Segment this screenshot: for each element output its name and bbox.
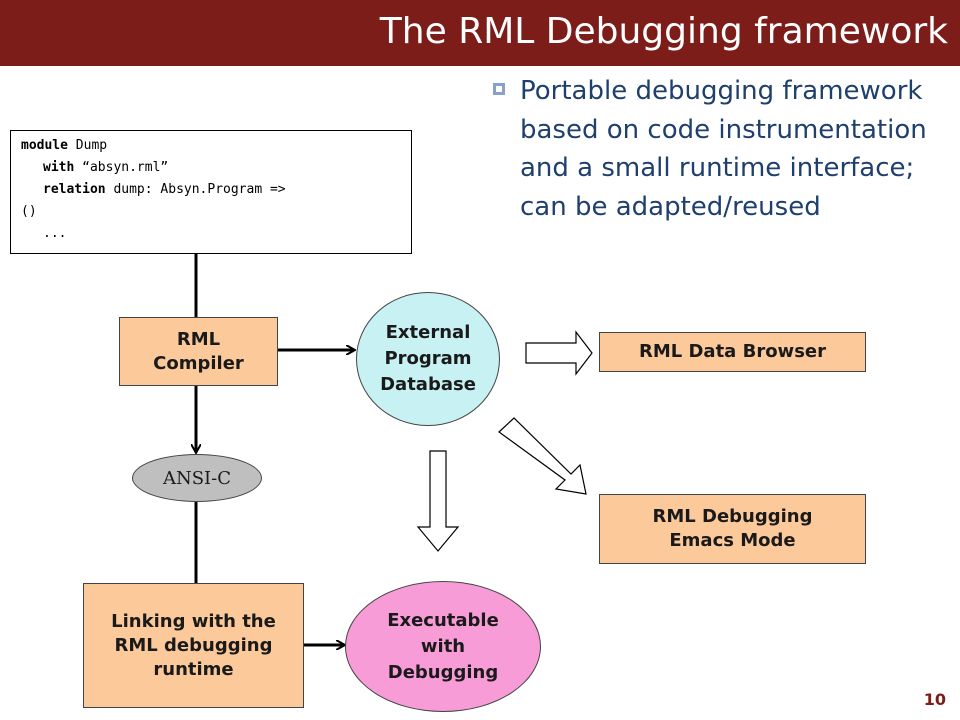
code-line-3: relation dump: Absyn.Program => <box>43 179 411 201</box>
block-arrow-to-emacs-mode <box>498 417 587 495</box>
code-box: module Dump with “absyn.rml” relation du… <box>10 130 412 254</box>
code-keyword: module <box>21 138 68 153</box>
code-text: “absyn.rml” <box>74 160 169 175</box>
code-line-1: module Dump <box>21 135 411 157</box>
bullet-square-icon <box>493 83 505 95</box>
rml-emacs-mode-box: RML Debugging Emacs Mode <box>599 494 866 564</box>
code-text: ... <box>43 226 67 241</box>
external-program-database-node: External Program Database <box>356 292 500 426</box>
title-bar: The RML Debugging framework <box>0 0 960 66</box>
block-arrow-to-data-browser <box>525 330 593 376</box>
code-text: Dump <box>67 138 108 153</box>
code-text: () <box>21 204 37 219</box>
ansi-c-node: ANSI-C <box>132 454 262 502</box>
code-keyword: relation <box>43 182 106 197</box>
code-line-4: () <box>21 201 411 223</box>
code-line-5: ... <box>43 223 411 245</box>
block-arrow-to-executable <box>416 450 460 552</box>
code-line-2: with “absyn.rml” <box>43 157 411 179</box>
bullet-text: Portable debugging framework based on co… <box>520 76 927 222</box>
executable-with-debugging-node: Executable with Debugging <box>345 581 541 712</box>
code-keyword: with <box>43 160 75 175</box>
rml-data-browser-box: RML Data Browser <box>599 332 866 372</box>
slide-title: The RML Debugging framework <box>379 11 948 52</box>
code-text: dump: Absyn.Program => <box>105 182 286 197</box>
rml-compiler-box: RML Compiler <box>119 317 278 386</box>
page-number: 10 <box>923 690 946 709</box>
linking-runtime-box: Linking with the RML debugging runtime <box>83 583 304 708</box>
